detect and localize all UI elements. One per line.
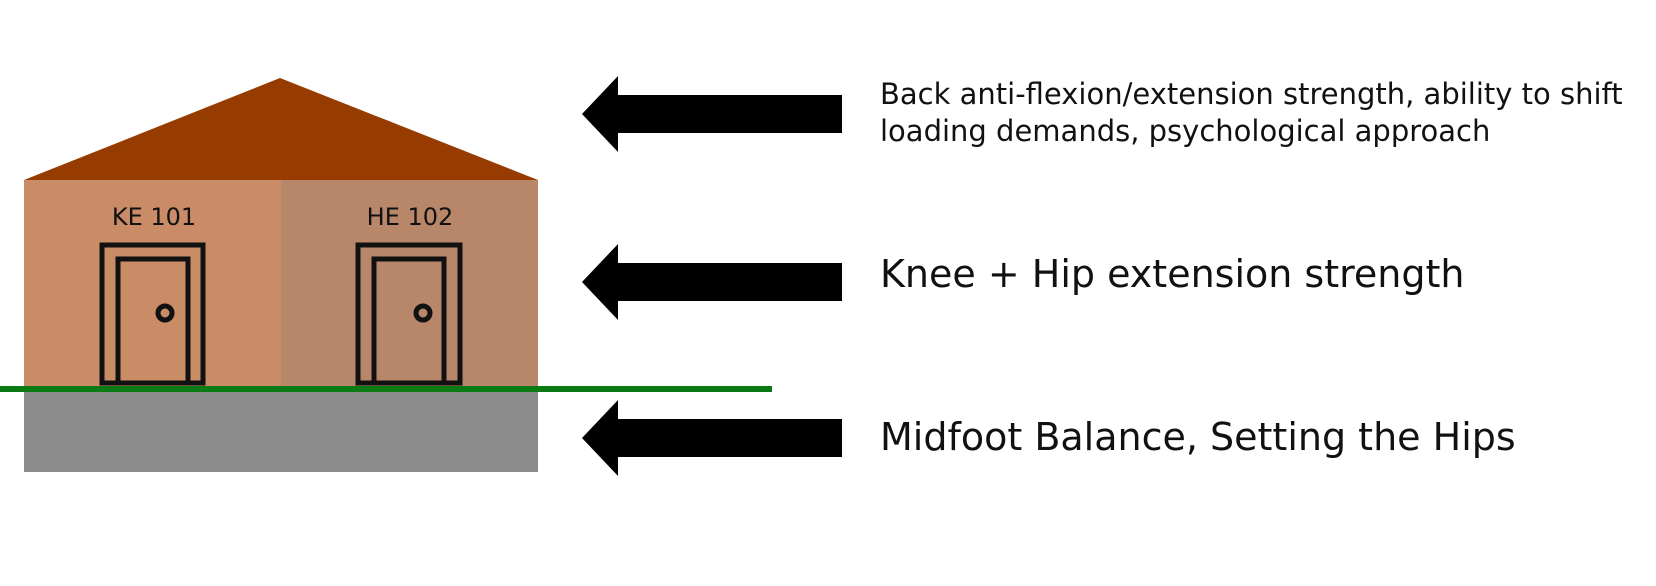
door-icon-left bbox=[99, 242, 206, 386]
room-label-he102: HE 102 bbox=[367, 203, 454, 231]
house-diagram: KE 101 HE 102 bbox=[0, 78, 772, 472]
roof bbox=[24, 78, 538, 180]
arrow-left-icon bbox=[582, 244, 842, 320]
wall-right bbox=[281, 180, 538, 388]
annotation-midfoot-balance: Midfoot Balance, Setting the Hips bbox=[880, 415, 1516, 459]
foundation bbox=[24, 390, 538, 472]
arrow-left-icon bbox=[582, 400, 842, 476]
wall-left bbox=[24, 180, 281, 388]
annotation-knee-hip-extension: Knee + Hip extension strength bbox=[880, 252, 1465, 296]
annotation-back-strength: Back anti-flexion/extension strength, ab… bbox=[880, 77, 1623, 148]
room-label-ke101: KE 101 bbox=[112, 203, 196, 231]
arrow-left-icon bbox=[582, 76, 842, 152]
door-icon-right bbox=[355, 242, 463, 386]
